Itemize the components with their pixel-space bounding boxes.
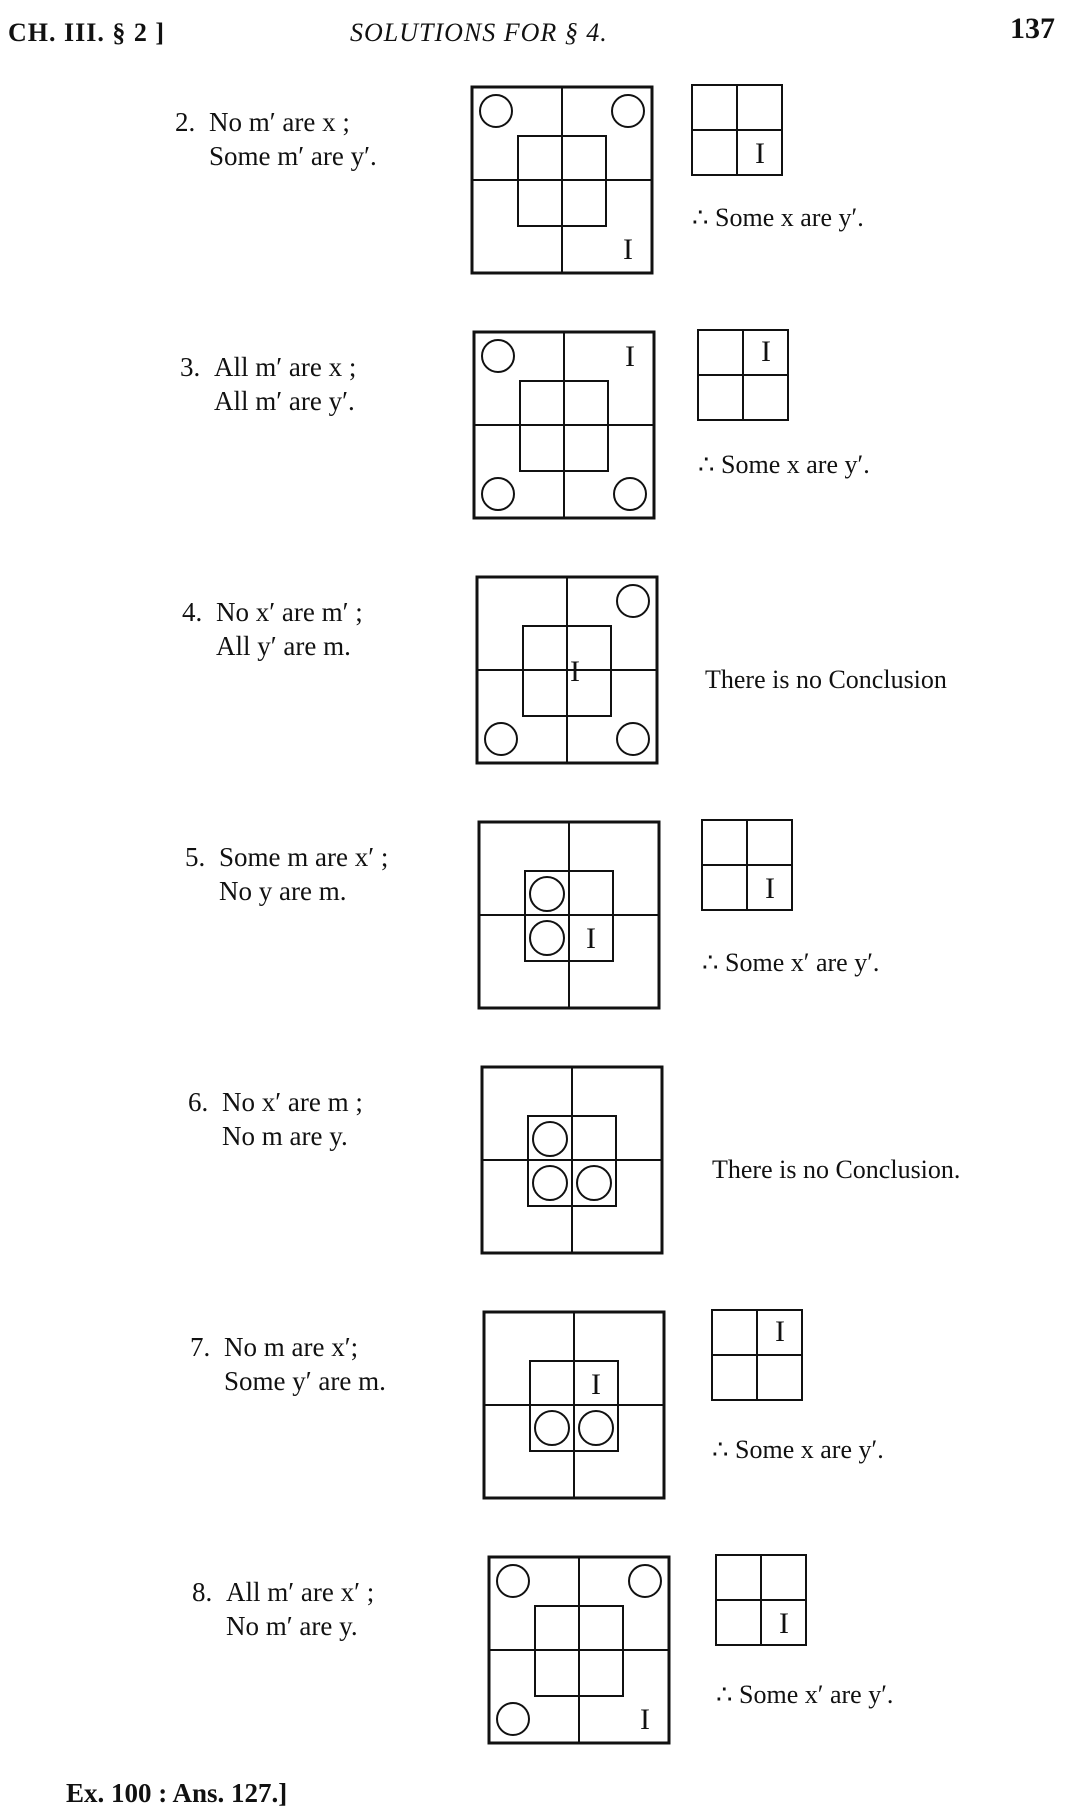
cell-br-outer-i-mark: I <box>623 233 633 266</box>
solution-item: 4. No x′ are m′ ; All y′ are m. I There is n… <box>0 575 1067 775</box>
problem-number: 3. <box>180 352 201 382</box>
solution-item: 6. No x′ are m ; No m are y. There is no Co… <box>0 1065 1067 1265</box>
problem-number: 4. <box>182 597 203 627</box>
cell-br-outer-circle-mark <box>616 722 650 756</box>
triliteral-diagram: I <box>472 330 656 520</box>
cell-br-outer-i-mark: I <box>640 1703 650 1736</box>
cell-br-inner-circle-mark <box>578 1410 614 1446</box>
running-header-title: SOLUTIONS FOR § 4. <box>350 18 608 47</box>
biliteral-diagram-svg: I <box>701 819 793 911</box>
biliteral-diagram-svg: I <box>715 1554 807 1646</box>
triliteral-diagram: I <box>470 85 654 275</box>
problem-number: 6. <box>188 1087 209 1117</box>
solution-item: 2. No m′ are x ; Some m′ are y′. I I ∴ Some x… <box>0 83 1067 285</box>
triliteral-diagram-svg <box>480 1065 664 1255</box>
cell-tr-outer-circle-mark <box>628 1564 662 1598</box>
small-br-i-mark: I <box>779 1607 789 1640</box>
premise-2: Some y′ are m. <box>224 1366 386 1396</box>
problem-number: 5. <box>185 842 206 872</box>
biliteral-diagram-svg: I <box>697 329 789 421</box>
premise-2: No m′ are y. <box>226 1611 358 1641</box>
small-tr-i-mark: I <box>775 1315 785 1348</box>
biliteral-diagram: I <box>714 1553 808 1647</box>
biliteral-diagram-svg: I <box>711 1309 803 1401</box>
biliteral-diagram-svg: I <box>691 84 783 176</box>
problem-number: 2. <box>175 107 196 137</box>
cell-br-outer-circle-mark <box>613 477 647 511</box>
cell-bl-outer-circle-mark <box>481 477 515 511</box>
solution-item: 8. All m′ are x′ ; No m′ are y. I I ∴ Some x′… <box>0 1553 1067 1755</box>
premises: 8. All m′ are x′ ; No m′ are y. <box>192 1575 374 1643</box>
page-number: 137 <box>1010 12 1055 45</box>
premise-1: No x′ are m′ ; <box>216 597 363 627</box>
cell-bl-outer-circle-mark <box>496 1702 530 1736</box>
cell-bl-inner-circle-mark <box>532 1165 568 1201</box>
conclusion: ∴ Some x are y′. <box>712 1435 884 1464</box>
solution-item: 3. All m′ are x ; All m′ are y′. I I ∴ Some x… <box>0 328 1067 530</box>
premise-2: No y are m. <box>219 876 347 906</box>
premise-1: No x′ are m ; <box>222 1087 363 1117</box>
cell-bl-inner-circle-mark <box>529 920 565 956</box>
small-tr-i-mark: I <box>761 335 771 368</box>
cell-bl-inner-circle-mark <box>534 1410 570 1446</box>
conclusion: ∴ Some x are y′. <box>692 203 864 232</box>
biliteral-diagram: I <box>696 328 790 422</box>
cell-br-inner-circle-mark <box>576 1165 612 1201</box>
cell-tl-outer-circle-mark <box>481 339 515 373</box>
problem-number: 8. <box>192 1577 213 1607</box>
premise-1: All m′ are x ; <box>214 352 357 382</box>
premises: 6. No x′ are m ; No m are y. <box>188 1085 363 1153</box>
solution-item: 5. Some m are x′ ; No y are m. I I ∴ Some x′ … <box>0 818 1067 1020</box>
biliteral-diagram: I <box>690 83 784 177</box>
triliteral-diagram-svg: I <box>487 1555 671 1745</box>
conclusion: ∴ Some x′ are y′. <box>716 1680 894 1709</box>
cell-tr-outer-circle-mark <box>611 94 645 128</box>
premises: 7. No m are x′; Some y′ are m. <box>190 1330 386 1398</box>
cell-tr-outer-i-mark: I <box>625 340 635 373</box>
premise-2: All y′ are m. <box>216 631 351 661</box>
running-header-chapter: CH. III. § 2 ] <box>8 18 166 47</box>
triliteral-diagram-svg: I <box>482 1310 666 1500</box>
premise-2: All m′ are y′. <box>214 386 355 416</box>
cell-tr-inner-i-mark: I <box>591 1368 601 1401</box>
small-br-i-mark: I <box>765 872 775 905</box>
premise-2: Some m′ are y′. <box>209 141 377 171</box>
premises: 5. Some m are x′ ; No y are m. <box>185 840 388 908</box>
triliteral-diagram-svg: I <box>477 820 661 1010</box>
triliteral-diagram: I <box>475 575 659 765</box>
triliteral-diagram <box>480 1065 664 1255</box>
cell-tl-outer-circle-mark <box>479 94 513 128</box>
premises: 3. All m′ are x ; All m′ are y′. <box>180 350 356 418</box>
triliteral-diagram: I <box>477 820 661 1010</box>
premise-1: No m′ are x ; <box>209 107 350 137</box>
triliteral-diagram-svg: I <box>472 330 656 520</box>
cell-tl-inner-circle-mark <box>529 876 565 912</box>
cell-tr-outer-circle-mark <box>616 584 650 618</box>
cell-bl-outer-circle-mark <box>484 722 518 756</box>
premise-1: No m are x′; <box>224 1332 359 1362</box>
triliteral-diagram-svg: I <box>470 85 654 275</box>
cell-br-inner-i-mark: I <box>586 922 596 955</box>
premise-1: Some m are x′ ; <box>219 842 389 872</box>
premises: 4. No x′ are m′ ; All y′ are m. <box>182 595 363 663</box>
biliteral-diagram: I <box>710 1308 804 1402</box>
problem-number: 7. <box>190 1332 211 1362</box>
small-br-i-mark: I <box>755 137 765 170</box>
premise-1: All m′ are x′ ; <box>226 1577 375 1607</box>
conclusion: There is no Conclusion <box>705 665 947 694</box>
triliteral-diagram: I <box>487 1555 671 1745</box>
conclusion: There is no Conclusion. <box>712 1155 961 1184</box>
cell-tl-inner-circle-mark <box>532 1121 568 1157</box>
conclusion: ∴ Some x′ are y′. <box>702 948 880 977</box>
triliteral-diagram-svg: I <box>475 575 659 765</box>
conclusion: ∴ Some x are y′. <box>698 450 870 479</box>
solution-item: 7. No m are x′; Some y′ are m. I I ∴ Some x a… <box>0 1308 1067 1510</box>
cell-tl-outer-circle-mark <box>496 1564 530 1598</box>
premises: 2. No m′ are x ; Some m′ are y′. <box>175 105 377 173</box>
premise-2: No m are y. <box>222 1121 348 1151</box>
footer-note: Ex. 100 : Ans. 127.] <box>66 1778 288 1808</box>
biliteral-diagram: I <box>700 818 794 912</box>
cell-center-i-mark: I <box>570 655 580 688</box>
triliteral-diagram: I <box>482 1310 666 1500</box>
